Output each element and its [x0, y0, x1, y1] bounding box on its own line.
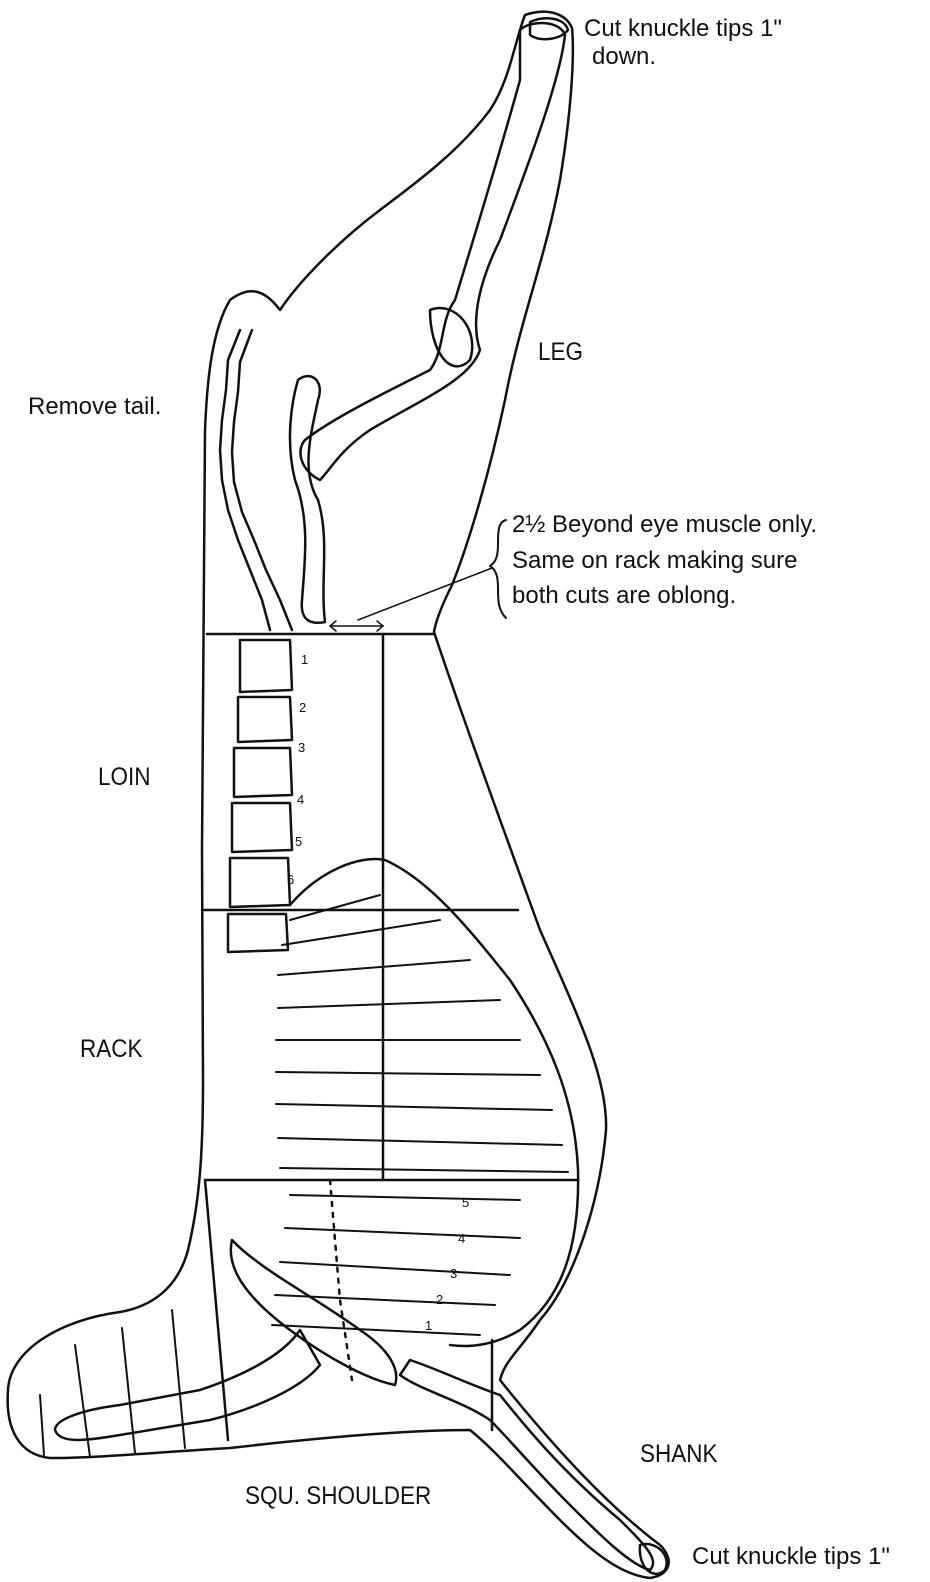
vertebra-number: 4 [297, 792, 304, 807]
beyond-line2: Same on rack making sure [512, 547, 817, 575]
vertebra-number: 1 [301, 652, 308, 667]
measure-leader-line [358, 568, 492, 620]
shank-label: SHANK [640, 1440, 718, 1469]
humerus-bone [55, 1330, 320, 1440]
femur-bone [300, 23, 565, 480]
rib-number: 2 [436, 1292, 443, 1307]
loin-vertebrae [228, 640, 292, 952]
knuckle-top-line1: Cut knuckle tips 1" [584, 15, 782, 43]
beyond-eye-muscle-note: 2½ Beyond eye muscle only. Same on rack … [512, 511, 817, 610]
rib-number: 3 [450, 1266, 457, 1281]
pelvis-bone [290, 376, 325, 623]
radius-bone [400, 1360, 653, 1570]
note-brace [490, 520, 506, 618]
remove-tail-label: Remove tail. [28, 393, 161, 421]
vertebra-number: 5 [295, 834, 302, 849]
shoulder-vertical-cut-line [205, 1180, 228, 1440]
shoulder-label: SQU. SHOULDER [245, 1482, 431, 1511]
vertebra-number: 6 [287, 872, 294, 887]
rib-number: 5 [462, 1195, 469, 1210]
loin-label: LOIN [98, 763, 151, 792]
beyond-measure-prefix: 2½ [512, 511, 545, 538]
tail-vertebrae [220, 330, 292, 630]
vertebra-number: 2 [299, 700, 306, 715]
beyond-line3: both cuts are oblong. [512, 582, 817, 610]
rib-number: 1 [425, 1318, 432, 1333]
vertebra-number: 3 [298, 740, 305, 755]
knuckle-top-line2: down. [584, 43, 782, 71]
knuckle-top-label: Cut knuckle tips 1" down. [584, 15, 782, 70]
shoulder-dotted-line [330, 1180, 352, 1380]
beyond-line1: Beyond eye muscle only. [552, 511, 817, 538]
rib-cage-arc [290, 859, 578, 1346]
carcass-outline [8, 12, 669, 1578]
knuckle-bottom-label: Cut knuckle tips 1" [692, 1543, 890, 1571]
rack-ribs [276, 895, 568, 1172]
shoulder-section-lines [40, 1310, 185, 1457]
shoulder-ribs [272, 1195, 520, 1335]
leg-label: LEG [538, 338, 583, 367]
rib-number: 4 [458, 1231, 465, 1246]
shoulder-blade [231, 1240, 396, 1385]
rack-label: RACK [80, 1035, 143, 1064]
